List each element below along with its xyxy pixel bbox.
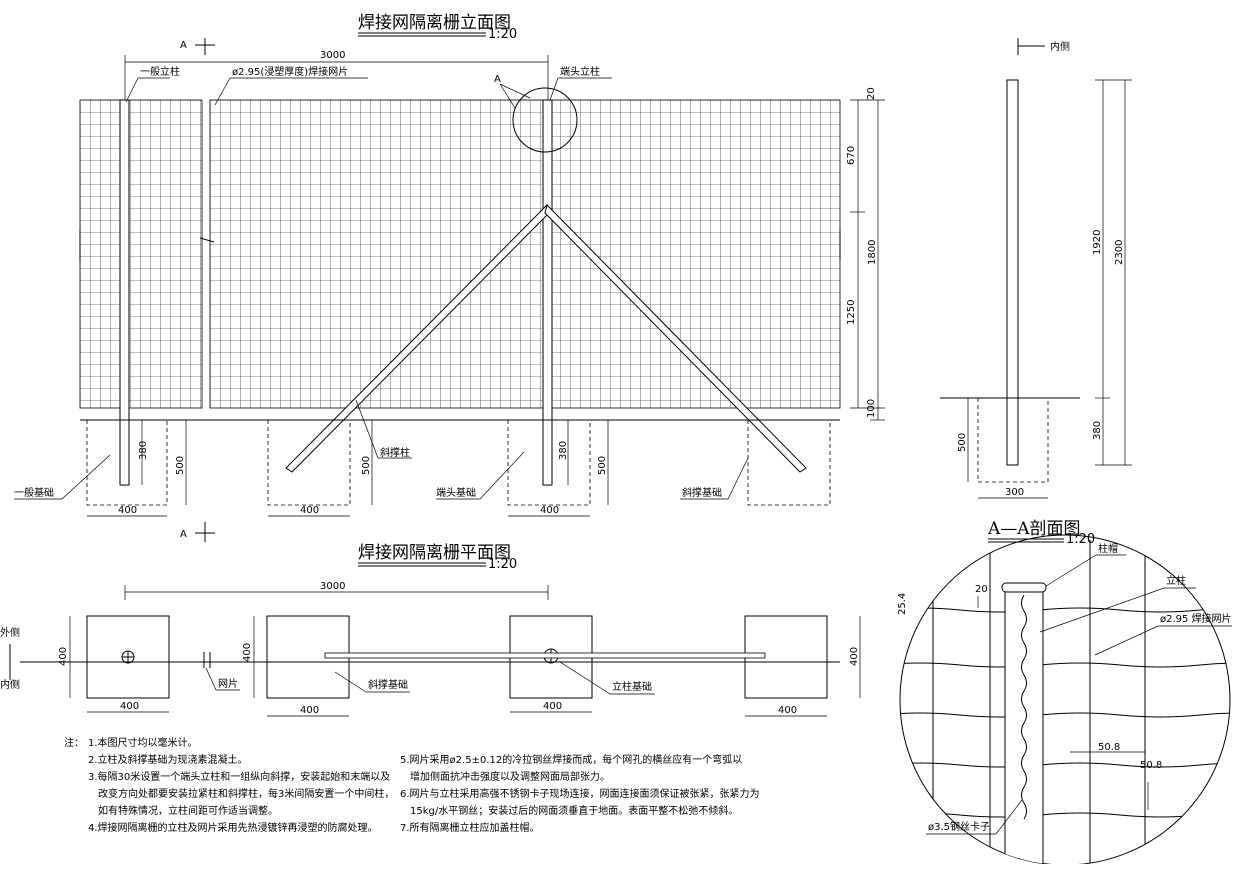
dim-sec-20: 20 <box>975 584 988 595</box>
note-3a: 3.每隔30米设置一个端头立柱和一组纵向斜撑，安装起始和末端以及 <box>88 770 390 783</box>
label-section-mesh: ø2.95 焊接网片 <box>1160 612 1232 625</box>
notes-head: 注： <box>64 736 84 749</box>
note-6a: 6.网片与立柱采用高强不锈钢卡子现场连接，网面连接面须保证被张紧，张紧力为 <box>400 787 760 800</box>
dim-w400-c: 400 <box>540 505 559 516</box>
plan-found-1 <box>86 615 170 699</box>
foundation-brace-left <box>267 420 351 506</box>
dim-500-b: 500 <box>361 456 372 475</box>
side-post <box>1006 79 1019 466</box>
dim-380-b: 380 <box>558 441 569 460</box>
dim-side-2300: 2300 <box>1114 240 1125 265</box>
note-5a: 5.网片采用ø2.5±0.12的冷拉钢丝焊接而成，每个网孔的横丝应有一个弯弧以 <box>400 753 742 766</box>
note-5b: 增加侧面抗冲击强度以及调整网面局部张力。 <box>410 770 610 783</box>
dim-1800: 1800 <box>867 240 878 265</box>
plan-dim-400-a: 400 <box>58 647 69 666</box>
label-brace: 斜撑柱 <box>380 446 410 459</box>
label-found-general: 一般基础 <box>14 486 54 499</box>
detail-circle-a <box>512 87 578 153</box>
elevation-title: 焊接网隔离栅立面图 <box>358 13 511 33</box>
plan-dim-400-d: 400 <box>120 701 139 712</box>
plan-dim-400-e: 400 <box>300 705 319 716</box>
label-outer: 外侧 <box>0 626 20 639</box>
post-cap <box>1001 582 1047 593</box>
dim-sec-508-b: 50.8 <box>1140 760 1162 771</box>
section-mark-top: A <box>180 40 187 51</box>
mesh-panel <box>79 99 203 409</box>
label-plan-inner: 内侧 <box>0 678 20 691</box>
elevation-view: 焊接网隔离栅立面图 1:20 A A 3000 A <box>14 13 885 542</box>
dim-side-500: 500 <box>957 433 968 452</box>
dim-100: 100 <box>866 399 877 418</box>
dim-w400-b: 400 <box>300 505 319 516</box>
section-mark-bottom: A <box>180 529 187 540</box>
plan-dim-400-g: 400 <box>778 705 797 716</box>
label-mesh: ø2.95(浸塑厚度)焊接网片 <box>232 65 348 78</box>
general-post <box>119 99 130 486</box>
dim-sec-25: 25.4 <box>897 593 908 615</box>
dim-20: 20 <box>866 87 877 100</box>
section-scale: 1:20 <box>1066 532 1095 547</box>
label-side-inner: 内侧 <box>1050 40 1070 53</box>
label-end-post: 端头立柱 <box>560 65 600 78</box>
mesh-panel <box>209 99 841 409</box>
dim-side-1920: 1920 <box>1092 230 1103 255</box>
end-post <box>542 99 553 486</box>
note-6b: 15kg/水平钢丝；安装过后的网面须垂直于地面。表面平整不松弛不倾斜。 <box>410 804 738 817</box>
plan-title: 焊接网隔离栅平面图 <box>358 543 511 563</box>
brace-right <box>544 204 807 473</box>
plan-dim-400-f: 400 <box>543 701 562 712</box>
section-aa: A—A剖面图 1:20 柱帽 立柱 ø2.95 焊接网片 ø3.5钢丝卡子 20… <box>897 519 1232 866</box>
note-1: 1.本图尺寸均以毫米计。 <box>88 736 198 749</box>
note-4: 4.焊接网隔离栅的立柱及网片采用先热浸镀锌再浸塑的防腐处理。 <box>88 821 378 834</box>
dim-side-380: 380 <box>1092 421 1103 440</box>
note-2: 2.立柱及斜撑基础为现浇素混凝土。 <box>88 753 248 766</box>
label-section-post: 立柱 <box>1166 574 1186 587</box>
note-3c: 如有特殊情况，立柱间距可作适当调整。 <box>98 804 278 817</box>
label-plan-mesh: 网片 <box>218 677 238 690</box>
label-found-end: 端头基础 <box>436 486 476 499</box>
dim-500-a: 500 <box>175 456 186 475</box>
label-general-post: 一般立柱 <box>140 65 180 78</box>
dim-670: 670 <box>846 146 857 165</box>
side-view: 内侧 1920 2300 380 500 300 <box>940 38 1132 499</box>
dim-1250: 1250 <box>846 300 857 325</box>
plan-dim-400-b: 400 <box>242 643 253 662</box>
label-plan-brace-found: 斜撑基础 <box>368 678 408 691</box>
label-clip: ø3.5钢丝卡子 <box>928 820 990 833</box>
plan-scale: 1:20 <box>488 557 517 572</box>
plan-dim-span: 3000 <box>320 581 345 592</box>
dim-380-a: 380 <box>138 441 149 460</box>
foundation-brace-right <box>747 420 831 506</box>
notes: 注： 1.本图尺寸均以毫米计。 2.立柱及斜撑基础为现浇素混凝土。 3.每隔30… <box>64 736 760 834</box>
side-foundation <box>977 398 1049 483</box>
foundation-general <box>86 420 168 506</box>
detail-mark: A <box>494 74 501 85</box>
dim-sec-508-a: 50.8 <box>1098 742 1120 753</box>
foundation-end <box>507 420 591 506</box>
elevation-scale: 1:20 <box>488 27 517 42</box>
dim-span: 3000 <box>320 50 345 61</box>
note-7: 7.所有隔离栅立柱应加盖柱帽。 <box>400 821 540 834</box>
label-cap: 柱帽 <box>1098 542 1118 555</box>
label-plan-post-found: 立柱基础 <box>612 680 652 693</box>
plan-dim-400-c: 400 <box>849 647 860 666</box>
label-found-brace: 斜撑基础 <box>682 486 722 499</box>
dim-w400-a: 400 <box>118 505 137 516</box>
note-3b: 改变方向处都要安装拉紧柱和斜撑柱，每3米间隔安置一个中间柱， <box>98 787 394 800</box>
dim-500-c: 500 <box>597 456 608 475</box>
dim-side-300: 300 <box>1005 487 1024 498</box>
plan-view: 焊接网隔离栅平面图 1:20 3000 外侧 内侧 网片 斜撑基础 立柱基础 4… <box>0 543 861 717</box>
section-title: A—A剖面图 <box>987 519 1081 539</box>
